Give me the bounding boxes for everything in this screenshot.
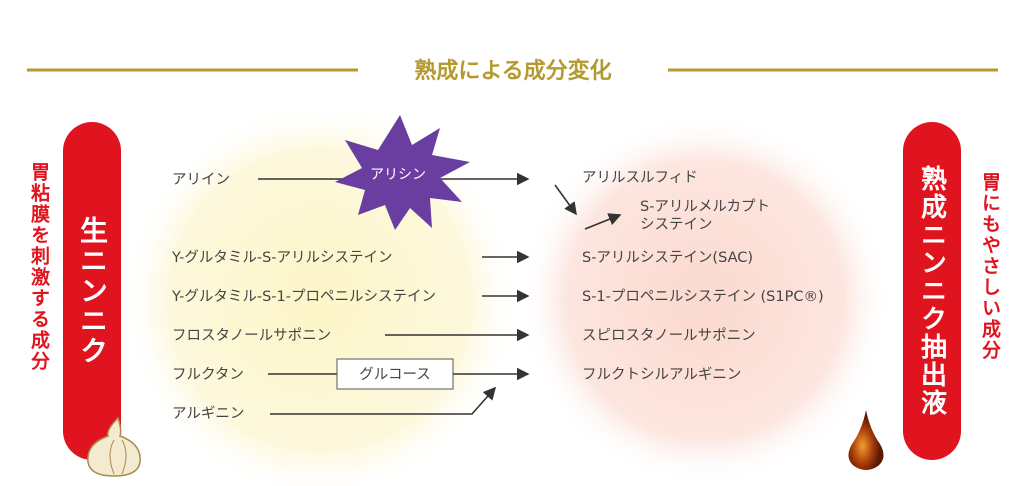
glucose-label: グルコース	[359, 366, 431, 383]
raw-component: フルクタン	[172, 366, 244, 383]
aged-component: システイン	[640, 217, 713, 233]
raw-side-caption: 胃粘膜を刺激する成分	[28, 162, 50, 372]
raw-garlic-label: 生ニンニク	[76, 216, 109, 366]
raw-component: フロスタノールサポニン	[172, 327, 331, 344]
aged-components: アリルスルフィド S-アリルメルカプト システイン S-アリルシステイン(SAC…	[582, 170, 824, 383]
allicin-label: アリシン	[370, 167, 426, 183]
raw-component: アリイン	[172, 172, 230, 188]
aged-component: スピロスタノールサポニン	[582, 327, 756, 344]
raw-component: Y-グルタミル-S-アリルシステイン	[171, 249, 393, 266]
aged-component: S-アリルメルカプト	[640, 198, 770, 215]
title: 熟成による成分変化	[414, 58, 611, 84]
aged-component: S-1-プロペニルシステイン (S1PC®)	[582, 288, 824, 305]
aged-extract-label: 熟成ニンニク抽出液	[916, 165, 947, 417]
aged-garlic-zone	[520, 115, 890, 485]
raw-components: アリイン Y-グルタミル-S-アリルシステイン Y-グルタミル-S-1-プロペニ…	[171, 172, 436, 422]
raw-garlic-pill: 生ニンニク	[63, 122, 121, 460]
glucose-box	[336, 358, 454, 390]
aged-component: フルクトシルアルギニン	[582, 366, 741, 383]
aged-component: アリルスルフィド	[582, 170, 698, 186]
raw-component: アルギニン	[172, 405, 244, 422]
raw-component: Y-グルタミル-S-1-プロペニルシステイン	[171, 288, 436, 305]
aged-extract-pill: 熟成ニンニク抽出液	[903, 122, 961, 460]
allicin-burst	[335, 115, 470, 230]
aged-side-caption: 胃にもやさしい成分	[979, 172, 1001, 361]
aged-component: S-アリルシステイン(SAC)	[582, 250, 753, 266]
